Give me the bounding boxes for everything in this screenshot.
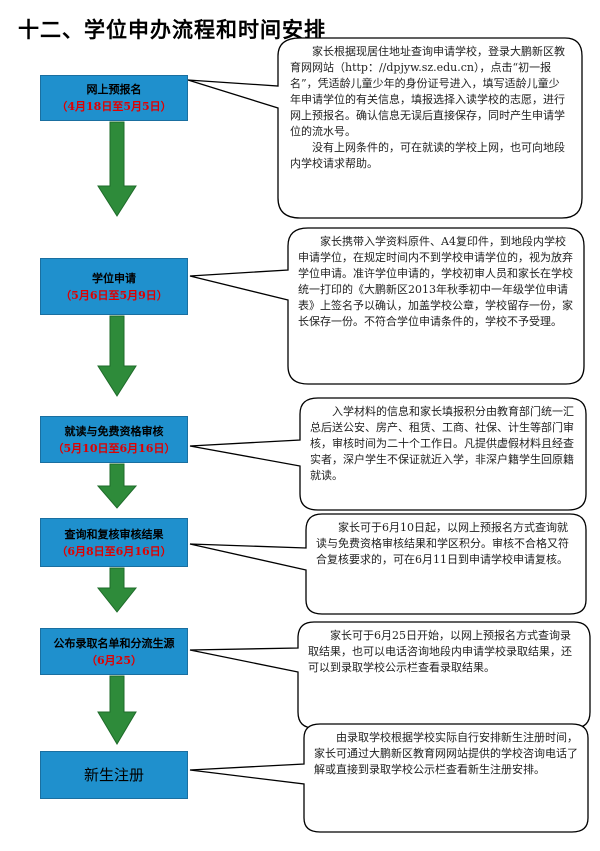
bubble-1-outline (187, 37, 583, 219)
step-eligibility-review: 就读与免费资格审核 （5月10日至6月16日） (40, 416, 188, 463)
bubble-paragraph: 由录取学校根据学校实际自行安排新生注册时间，家长可通过大鹏新区教育网网站提供的学… (314, 731, 578, 776)
bubble-paragraph: 入学材料的信息和家长填报积分由教育部门统一汇总后送公安、房产、租赁、工商、社保、… (310, 405, 574, 482)
step-name: 新生注册 (83, 765, 144, 784)
step-result-query: 查询和复核审核结果 （6月8日至6月16日） (40, 518, 188, 567)
step-date: （5月6日至5月9日） (60, 288, 168, 302)
bubble-2-outline (189, 227, 585, 385)
step-name: 公布录取名单和分流生源 (53, 636, 175, 650)
bubble-6-text: 由录取学校根据学校实际自行安排新生注册时间，家长可通过大鹏新区教育网网站提供的学… (314, 730, 580, 778)
step-name: 学位申请 (92, 271, 136, 285)
bubble-paragraph: 家长根据现居住地址查询申请学校，登录大鹏新区教育网网站（http：//dpjyw… (290, 45, 565, 138)
bubble-2-text: 家长携带入学资料原件、A4复印件，到地段内学校申请学位，在规定时间内不到学校申请… (298, 234, 574, 330)
bubble-6-outline (189, 723, 589, 833)
step-name: 网上预报名 (86, 83, 142, 96)
bubble-paragraph: 没有上网条件的，可在就读的学校上网，也可向地段内学校请求帮助。 (290, 141, 565, 170)
arrow-5 (97, 675, 137, 745)
bubble-paragraph: 家长可于6月25日开始，以网上预报名方式查询录取结果，也可以电话咨询地段内申请学… (308, 629, 572, 674)
step-date: （5月10日至6月16日） (52, 441, 176, 455)
bubble-paragraph: 家长可于6月10日起，以网上预报名方式查询就读与免费资格审核结果和学区积分。审核… (316, 521, 569, 566)
arrow-1 (97, 121, 137, 217)
step-name: 查询和复核审核结果 (64, 527, 164, 541)
bubble-3-outline (189, 397, 587, 511)
step-admission-list: 公布录取名单和分流生源 （6月25） (40, 628, 188, 675)
step-seat-application: 学位申请 （5月6日至5月9日） (40, 258, 188, 315)
page-title: 十二、学位申办流程和时间安排 (18, 18, 326, 42)
arrow-3 (96, 463, 138, 509)
step-date: （6月8日至6月16日） (56, 544, 172, 558)
step-online-preregistration: 网上预报名 （4月18日至5月5日） (40, 75, 188, 121)
bubble-3-text: 入学材料的信息和家长填报积分由教育部门统一汇总后送公安、房产、租赁、工商、社保、… (310, 404, 576, 484)
step-date: （4月18日至5月5日） (56, 100, 172, 113)
bubble-4-text: 家长可于6月10日起，以网上预报名方式查询就读与免费资格审核结果和学区积分。审核… (316, 520, 578, 568)
step-date: （6月25） (86, 653, 142, 667)
step-new-student-registration: 新生注册 (40, 751, 188, 799)
bubble-1-text: 家长根据现居住地址查询申请学校，登录大鹏新区教育网网站（http：//dpjyw… (290, 44, 570, 172)
bubble-5-text: 家长可于6月25日开始，以网上预报名方式查询录取结果，也可以电话咨询地段内申请学… (308, 628, 580, 676)
arrow-4 (96, 567, 138, 613)
step-name: 就读与免费资格审核 (64, 424, 164, 438)
arrow-2 (97, 315, 137, 397)
bubble-paragraph: 家长携带入学资料原件、A4复印件，到地段内学校申请学位，在规定时间内不到学校申请… (298, 235, 573, 328)
bubble-4-outline (189, 513, 587, 615)
